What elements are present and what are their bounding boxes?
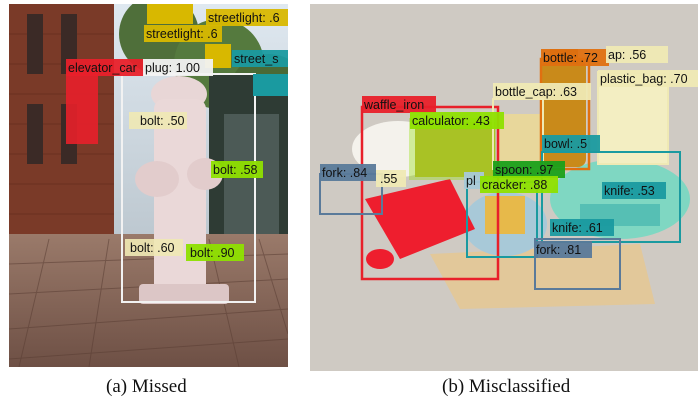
panel-misclassified: bottle: .72 ap: .56 plastic_bag: .70 bot… [310, 4, 698, 371]
label-plug: plug: 1.00 [145, 61, 200, 75]
cutting-board [430, 244, 655, 309]
label-knife-2: knife: .61 [552, 221, 603, 235]
label-spoon: spoon: .97 [495, 163, 553, 177]
label-streetlight-2: streetlight: .6 [146, 27, 218, 41]
label-cap: ap: .56 [608, 48, 646, 62]
label-bolt-2: bolt: .58 [213, 163, 258, 177]
label-bottle: bottle: .72 [543, 51, 598, 65]
waffle-iron [365, 179, 475, 269]
label-55: .55 [380, 172, 397, 186]
streetlight-box [147, 4, 193, 24]
label-pl: pl [466, 174, 476, 188]
label-street-s: street_s [234, 52, 278, 66]
label-bolt-3: bolt: .60 [130, 241, 175, 255]
label-bolt-4: bolt: .90 [190, 246, 235, 260]
label-bolt-1: bolt: .50 [140, 114, 185, 128]
label-fork-1: fork: .84 [322, 166, 367, 180]
caption-missed: (a) Missed [106, 376, 187, 397]
label-streetlight-1: streetlight: .6 [208, 11, 280, 25]
label-knife-1: knife: .53 [604, 184, 655, 198]
label-elevator-car: elevator_car [68, 61, 137, 75]
label-fork-2: fork: .81 [536, 243, 581, 257]
label-bottle-cap: bottle_cap: .63 [495, 85, 577, 99]
label-waffle-iron: waffle_iron [363, 98, 424, 112]
label-calculator: calculator: .43 [412, 114, 490, 128]
panel-missed: streetlight: .6 streetlight: .6 street_s… [9, 4, 288, 367]
label-plastic-bag: plastic_bag: .70 [600, 72, 688, 86]
tabletop-scene-image: bottle: .72 ap: .56 plastic_bag: .70 bot… [310, 4, 698, 371]
label-cracker: cracker: .88 [482, 178, 547, 192]
calculator [415, 122, 495, 177]
plastic-bag [598, 74, 668, 164]
street-scene-image: streetlight: .6 streetlight: .6 street_s… [9, 4, 288, 367]
label-bowl: bowl: .5 [544, 137, 587, 151]
caption-misclassified: (b) Misclassified [442, 376, 571, 397]
